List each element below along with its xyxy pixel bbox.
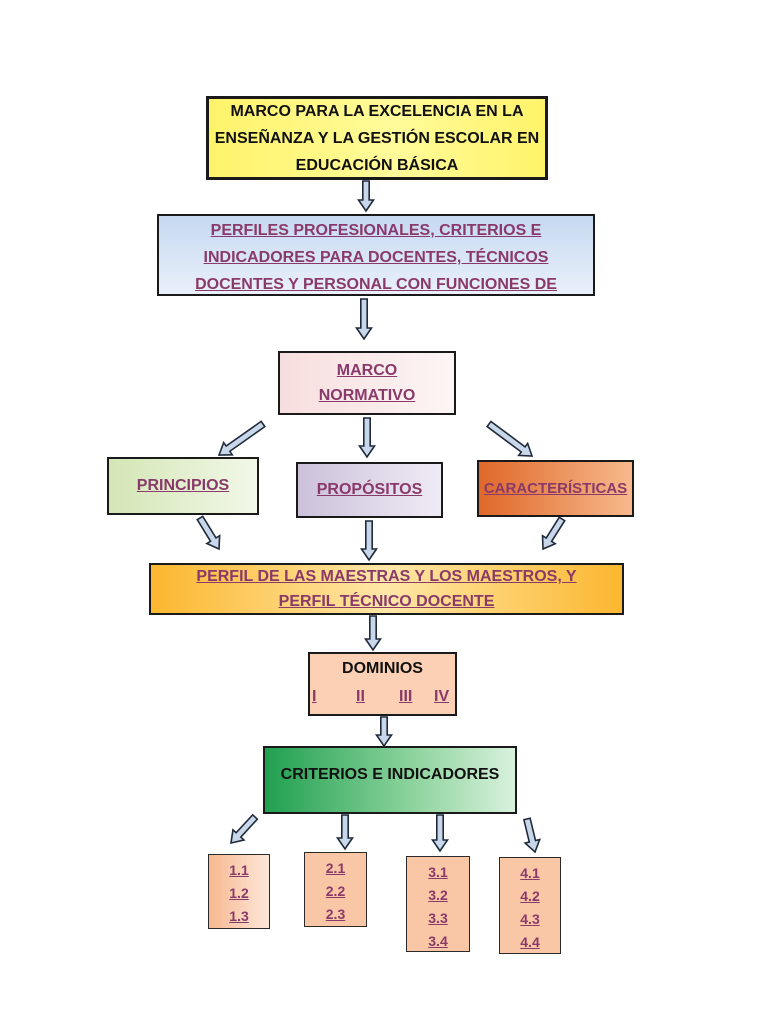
perfil-line-1[interactable]: PERFIL DE LAS MAESTRAS Y LOS MAESTROS, Y bbox=[196, 568, 577, 585]
criterio-link-4-1[interactable]: 4.1 bbox=[520, 865, 540, 881]
arrow-caracteristicas-perfil bbox=[541, 516, 566, 551]
arrow-title-perfiles bbox=[356, 180, 376, 213]
perfiles-line-1[interactable]: PERFILES PROFESIONALES, CRITERIOS E bbox=[210, 222, 542, 239]
propositos-link[interactable]: PROPÓSITOS bbox=[316, 481, 423, 498]
criterio-link-2-1[interactable]: 2.1 bbox=[325, 860, 346, 876]
dominio-link-ii[interactable]: II bbox=[356, 688, 365, 705]
criterio-link-2-2[interactable]: 2.2 bbox=[325, 883, 346, 899]
arrow-criterios-group-1 bbox=[230, 813, 259, 845]
criterio-link-4-3[interactable]: 4.3 bbox=[520, 911, 540, 927]
arrow-criterios-group-2 bbox=[335, 814, 355, 851]
dominios-title: DOMINIOS bbox=[342, 660, 423, 677]
perfil-line-2[interactable]: PERFIL TÉCNICO DOCENTE bbox=[278, 593, 495, 610]
criterio-link-3-3[interactable]: 3.3 bbox=[428, 910, 448, 926]
dominio-link-iii[interactable]: III bbox=[399, 688, 413, 705]
caracteristicas-box[interactable]: CARACTERÍSTICAS bbox=[477, 460, 634, 517]
dominios-box: DOMINIOS I II III IV bbox=[308, 652, 457, 716]
dominio-link-i[interactable]: I bbox=[312, 688, 317, 705]
criterios-indicadores-box: CRITERIOS E INDICADORES bbox=[263, 746, 517, 814]
arrow-perfiles-marco bbox=[354, 298, 374, 341]
perfil-maestros-box[interactable]: PERFIL DE LAS MAESTRAS Y LOS MAESTROS, Y… bbox=[149, 563, 624, 615]
principios-box[interactable]: PRINCIPIOS bbox=[107, 457, 259, 515]
marco-line-2[interactable]: NORMATIVO bbox=[318, 387, 416, 404]
criterio-link-3-1[interactable]: 3.1 bbox=[428, 864, 448, 880]
marco-normativo-box[interactable]: MARCO NORMATIVO bbox=[278, 351, 456, 415]
arrow-principios-perfil bbox=[196, 515, 221, 551]
arrow-marco-principios bbox=[217, 420, 266, 456]
arrow-criterios-group-3 bbox=[430, 814, 450, 853]
criterio-link-2-3[interactable]: 2.3 bbox=[325, 906, 346, 922]
criterio-link-4-4[interactable]: 4.4 bbox=[520, 934, 540, 950]
perfiles-line-3[interactable]: DOCENTES Y PERSONAL CON FUNCIONES DE bbox=[195, 276, 557, 293]
criterio-link-1-1[interactable]: 1.1 bbox=[229, 862, 249, 878]
criterios-group-1: 1.1 1.2 1.3 bbox=[208, 854, 270, 929]
marco-line-1[interactable]: MARCO bbox=[336, 362, 398, 379]
title-box: MARCO PARA LA EXCELENCIA EN LA ENSEÑANZA… bbox=[206, 96, 548, 180]
criterios-label: CRITERIOS E INDICADORES bbox=[280, 766, 500, 783]
arrow-criterios-group-4 bbox=[522, 817, 541, 854]
arrow-dominios-criterios bbox=[374, 716, 394, 748]
criterio-link-1-2[interactable]: 1.2 bbox=[229, 885, 249, 901]
dominio-link-iv[interactable]: IV bbox=[434, 688, 450, 705]
propositos-box[interactable]: PROPÓSITOS bbox=[296, 462, 443, 518]
arrow-propositos-perfil bbox=[359, 520, 379, 562]
criterio-link-3-2[interactable]: 3.2 bbox=[428, 887, 448, 903]
perfiles-box[interactable]: PERFILES PROFESIONALES, CRITERIOS E INDI… bbox=[157, 214, 595, 296]
criterios-group-4: 4.1 4.2 4.3 4.4 bbox=[499, 857, 561, 954]
criterios-group-3: 3.1 3.2 3.3 3.4 bbox=[406, 856, 470, 952]
arrow-perfil-dominios bbox=[363, 615, 383, 652]
criterios-group-2: 2.1 2.2 2.3 bbox=[304, 852, 367, 927]
perfiles-line-2[interactable]: INDICADORES PARA DOCENTES, TÉCNICOS bbox=[203, 249, 549, 266]
caracteristicas-link[interactable]: CARACTERÍSTICAS bbox=[483, 480, 628, 497]
title-line-2: ENSEÑANZA Y LA GESTIÓN ESCOLAR EN bbox=[214, 129, 540, 147]
criterio-link-1-3[interactable]: 1.3 bbox=[229, 908, 249, 924]
principios-link[interactable]: PRINCIPIOS bbox=[136, 477, 230, 494]
criterio-link-4-2[interactable]: 4.2 bbox=[520, 888, 540, 904]
title-line-3: EDUCACIÓN BÁSICA bbox=[295, 156, 459, 174]
arrow-marco-caracteristicas bbox=[485, 420, 534, 457]
title-line-1: MARCO PARA LA EXCELENCIA EN LA bbox=[230, 102, 524, 120]
arrow-marco-propositos bbox=[357, 417, 377, 459]
criterio-link-3-4[interactable]: 3.4 bbox=[428, 933, 448, 949]
